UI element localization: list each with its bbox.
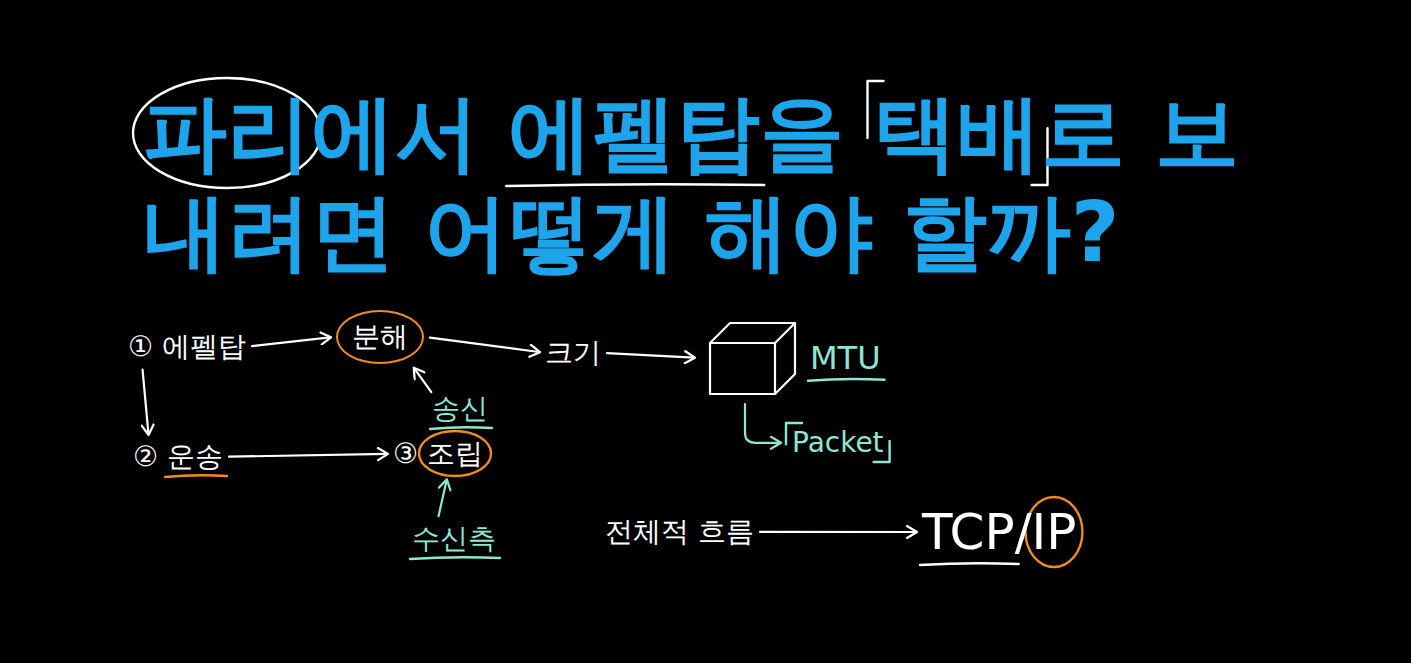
flow-arrow (745, 404, 780, 443)
node-text: TCP/IP (922, 503, 1076, 561)
node-text: ① 에펠탑 (128, 330, 246, 363)
hand-underline (165, 475, 227, 477)
flow-arrow (439, 480, 447, 516)
flow-arrow (607, 353, 694, 358)
note-text: 수신측 (412, 522, 496, 556)
flow-arrow (430, 338, 539, 352)
term-label: Packet (792, 426, 884, 460)
node-text: 분해 (352, 320, 408, 353)
node-text: 송신 (432, 392, 488, 425)
circled-step: 분해 (336, 310, 424, 364)
flow-arrow (229, 454, 387, 457)
box-top (710, 323, 795, 343)
box-front (710, 343, 775, 394)
node-text: ③ 조립 (393, 437, 483, 470)
hand-underline (808, 379, 885, 381)
step-text: 크기 (545, 336, 601, 370)
note-text: 송신 (432, 392, 488, 426)
flow-arrow (143, 370, 149, 434)
node-text: ② 운송 (133, 440, 223, 473)
node-text: 전체적 흐름 (605, 515, 754, 548)
node-text: 수신측 (412, 522, 496, 555)
box-side (775, 323, 795, 394)
hand-underline (920, 563, 1019, 565)
hand-underline (430, 427, 492, 429)
flow-arrow (252, 337, 330, 346)
packet-box: MTU (700, 318, 881, 398)
flow-arrow (760, 531, 916, 533)
box-drawing (700, 318, 800, 398)
node-text: MTU (810, 339, 881, 377)
hand-underline (410, 557, 500, 559)
flow-arrow (414, 368, 431, 392)
node-text: Packet (792, 426, 884, 459)
step-text: ③ 조립 (393, 437, 483, 471)
flow-text: 전체적 흐름 (605, 515, 754, 549)
protocol-label: TCP/IP (922, 502, 1076, 562)
node-text: 크기 (545, 336, 601, 369)
step-text: ② 운송 (133, 440, 223, 474)
step-text: ① 에펠탑 (128, 330, 246, 364)
title-heading: 파리에서 에펠탑을 택배로 보내려면 어떻게 해야 할까? (143, 84, 1303, 282)
